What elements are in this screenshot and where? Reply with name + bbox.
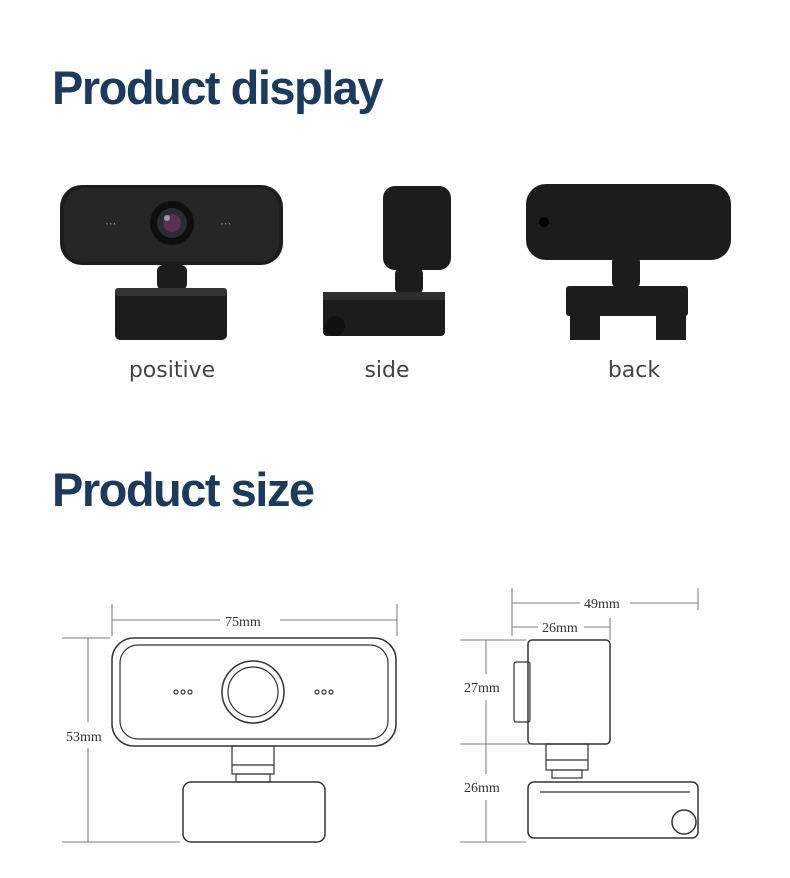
svg-text:···: ···	[105, 217, 116, 231]
webcam-side-photo	[323, 186, 451, 336]
product-size-drawing: 75mm 53mm 49mm 26mm 27mm 26mm	[62, 588, 699, 843]
dim-side-base-height: 26mm	[464, 781, 500, 796]
product-display-title: Product display	[52, 61, 384, 114]
product-size-title: Product size	[52, 463, 315, 516]
caption-back: back	[607, 358, 661, 383]
dim-side-head-height: 27mm	[464, 681, 500, 696]
webcam-front-photo: ··· ···	[60, 185, 283, 340]
dim-front-width: 75mm	[225, 615, 261, 630]
webcam-back-photo	[526, 184, 731, 340]
dim-front-height: 53mm	[66, 730, 102, 745]
dim-side-depth-body: 26mm	[542, 621, 578, 636]
caption-positive: positive	[128, 358, 216, 383]
dim-side-depth-total: 49mm	[584, 597, 620, 612]
svg-text:···: ···	[220, 217, 231, 231]
caption-side: side	[364, 358, 410, 383]
